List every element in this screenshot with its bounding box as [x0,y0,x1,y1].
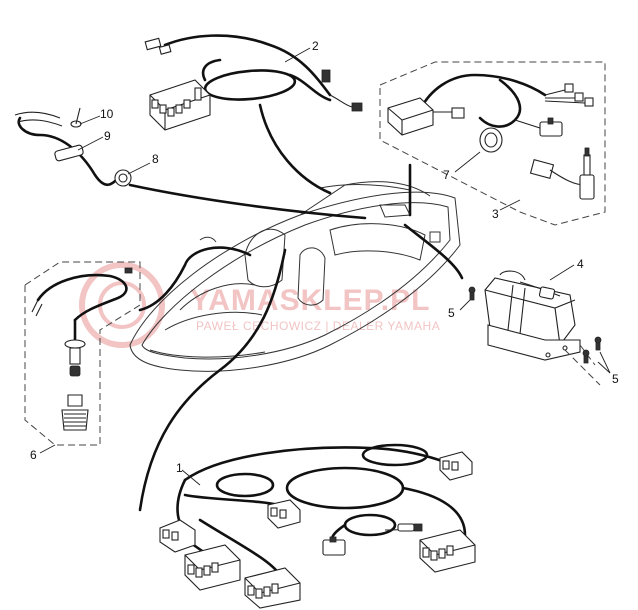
part-6-group [24,261,141,446]
callout-9: 9 [104,129,111,143]
part-1-connector-h [419,529,476,573]
watermark-subtitle: PAWEŁ CECHOWICZ | DEALER YAMAHA [196,319,440,333]
part-1-connector-b [267,499,301,529]
watermark-logo [79,262,165,348]
callout-7: 7 [443,168,450,182]
callout-1: 1 [176,461,183,475]
part-5-screws [468,286,602,364]
temperature-sensor [529,147,595,200]
callout-3: 3 [492,207,499,221]
part-1-connector-e [397,523,423,532]
part-1-connector-f [184,544,241,591]
part-1-harness [159,443,476,609]
callout-labels: 1 2 3 4 5 5 6 7 8 9 10 [30,39,619,475]
watermark-logo-inner [98,281,146,329]
part-4-box [484,270,601,386]
watermark-brand: YAMASKLEP.PL [190,284,430,317]
callout-4: 4 [577,257,584,271]
callout-10: 10 [100,107,114,121]
part-2-harness [144,34,363,131]
callout-2: 2 [312,39,319,53]
part-3-group [379,61,606,226]
part-1-connector-d [322,536,346,556]
part-1-connector-c [439,451,473,481]
part-2-connector [149,79,211,131]
callout-5-right: 5 [612,372,619,386]
watermark: YAMASKLEP.PL PAWEŁ CECHOWICZ | DEALER YA… [79,262,440,348]
routing-lines [128,103,464,512]
callout-8: 8 [152,152,159,166]
callout-leaders [39,47,611,486]
callout-5-left: 5 [448,306,455,320]
part-1-connector-a [159,519,196,553]
part-7-grommet [479,127,503,153]
part-3-connector [387,97,434,136]
callout-6: 6 [30,448,37,462]
ground-lead-assembly [14,107,132,187]
part-1-connector-g [244,567,301,609]
